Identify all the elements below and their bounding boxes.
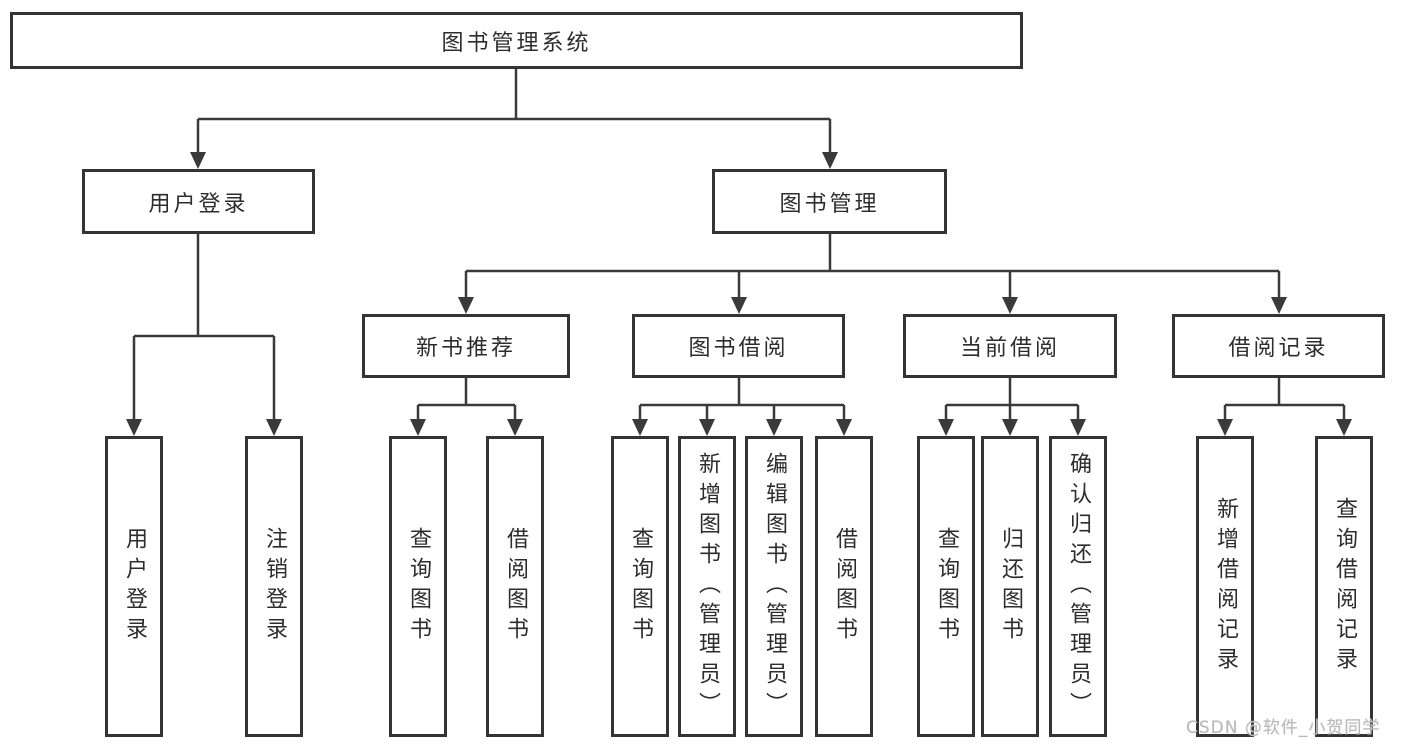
leaf-recommend-query-books: 查询图书 — [389, 436, 447, 737]
leaf-current-confirm-return-label: 确认归还（管理员） — [1066, 451, 1091, 722]
leaf-current-query-books: 查询图书 — [917, 436, 975, 737]
node-user-login-label: 用户登录 — [148, 191, 249, 217]
leaf-borrow-borrow-books-label: 借阅图书 — [832, 526, 857, 647]
leaf-borrow-add-books-label: 新增图书（管理员） — [695, 451, 720, 722]
node-book-management-label: 图书管理 — [779, 191, 880, 217]
leaf-records-add-record-label: 新增借阅记录 — [1213, 496, 1238, 677]
node-root-system-label: 图书管理系统 — [441, 30, 592, 56]
node-root-system: 图书管理系统 — [10, 12, 1023, 69]
leaf-current-confirm-return: 确认归还（管理员） — [1049, 436, 1107, 737]
leaf-current-return-books: 归还图书 — [981, 436, 1039, 737]
node-current-borrow: 当前借阅 — [903, 314, 1117, 378]
leaf-current-query-books-label: 查询图书 — [934, 526, 959, 647]
leaf-borrow-query-books-label: 查询图书 — [628, 526, 653, 647]
leaf-records-query-record: 查询借阅记录 — [1315, 436, 1373, 737]
node-borrow-records: 借阅记录 — [1172, 314, 1385, 378]
node-current-borrow-label: 当前借阅 — [959, 336, 1060, 361]
leaf-recommend-borrow-books: 借阅图书 — [486, 436, 544, 737]
node-user-login: 用户登录 — [82, 169, 315, 234]
leaf-recommend-borrow-books-label: 借阅图书 — [503, 526, 528, 647]
node-book-borrow: 图书借阅 — [632, 314, 845, 378]
node-new-book-recommend-label: 新书推荐 — [415, 336, 516, 361]
leaf-borrow-edit-books-label: 编辑图书（管理员） — [762, 451, 787, 722]
leaf-borrow-borrow-books: 借阅图书 — [815, 436, 873, 737]
leaf-logout: 注销登录 — [245, 436, 303, 737]
node-borrow-records-label: 借阅记录 — [1228, 336, 1329, 361]
leaf-recommend-query-books-label: 查询图书 — [406, 526, 431, 647]
leaf-current-return-books-label: 归还图书 — [998, 526, 1023, 647]
node-book-management: 图书管理 — [712, 169, 947, 234]
leaf-logout-label: 注销登录 — [262, 526, 287, 647]
leaf-user-login-label: 用户登录 — [122, 526, 147, 647]
leaf-borrow-query-books: 查询图书 — [611, 436, 669, 737]
leaf-user-login: 用户登录 — [105, 436, 163, 737]
leaf-borrow-add-books: 新增图书（管理员） — [678, 436, 736, 737]
node-book-borrow-label: 图书借阅 — [688, 336, 789, 361]
leaf-records-query-record-label: 查询借阅记录 — [1332, 496, 1357, 677]
csdn-watermark: CSDN @软件_小贺同学 — [1186, 718, 1381, 738]
leaf-borrow-edit-books: 编辑图书（管理员） — [745, 436, 803, 737]
node-new-book-recommend: 新书推荐 — [362, 314, 570, 378]
leaf-records-add-record: 新增借阅记录 — [1196, 436, 1254, 737]
